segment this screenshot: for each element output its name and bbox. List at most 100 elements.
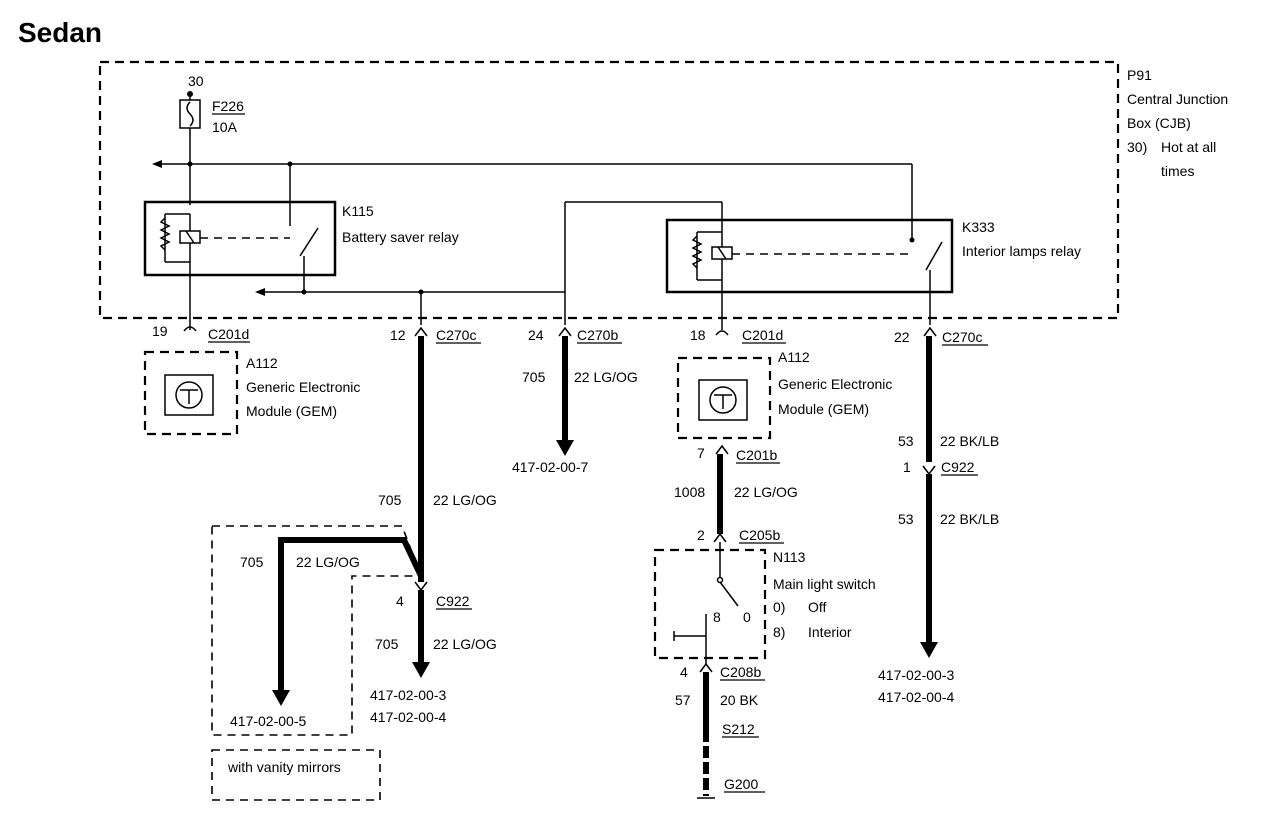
gem-left-box: [143, 350, 239, 436]
cjb-name-line1: Central Junction: [1127, 91, 1228, 107]
switch-name: Main light switch: [773, 576, 876, 592]
k115-id: K115: [342, 203, 374, 219]
c201d-left-pin: 19: [152, 323, 168, 339]
gem-left-t: [180, 389, 198, 404]
c205b-pin: 2: [697, 527, 705, 543]
c205b-name: C205b: [739, 527, 780, 543]
bus-arrow-left-2: [255, 288, 265, 296]
ref-417-02-00-3-left: 417-02-00-3: [370, 687, 446, 703]
gem-left-id: A112: [246, 355, 278, 371]
switch-pos0-num: 0): [773, 599, 785, 615]
vanity-option-outline: [211, 525, 423, 736]
w53-a-spec: 22 BK/LB: [940, 433, 999, 449]
c201d-left-name: C201d: [208, 326, 249, 342]
bus-node-1: [187, 161, 193, 167]
fuse-rating: 10A: [212, 119, 238, 135]
gem-right-symbol: [709, 386, 737, 414]
w705-b-num: 705: [240, 554, 264, 570]
w53-b-num: 53: [898, 511, 914, 527]
gem-left-symbol: [175, 381, 203, 409]
w57-num: 57: [675, 692, 691, 708]
gem-right-box: [676, 356, 772, 440]
c201b-symbol: [715, 444, 729, 455]
k333-contact-node: [909, 237, 915, 243]
w1008-num: 1008: [674, 484, 705, 500]
ref-417-02-00-4-left: 417-02-00-4: [370, 709, 446, 725]
bus-node-3: [301, 289, 307, 295]
switch-pos8-num: 8): [773, 624, 785, 640]
k333-coil-mark: [717, 246, 727, 260]
gem-right-line2: Module (GEM): [778, 401, 869, 417]
wire-705-c270b-arrow: [556, 440, 574, 456]
switch-pos0-label: Off: [808, 599, 827, 615]
c270c-left-pin: 12: [390, 327, 406, 343]
cjb-note-line1: Hot at all: [1161, 139, 1216, 155]
k333-resistor: [691, 235, 703, 269]
c270b-pin: 24: [528, 327, 544, 343]
switch-blade: [719, 581, 739, 607]
pin30-label: 30: [188, 73, 204, 89]
gem-left-line2: Module (GEM): [246, 403, 337, 419]
page-title: Sedan: [18, 17, 102, 48]
switch-pos8-label: Interior: [808, 624, 852, 640]
s212-name: S212: [722, 721, 755, 737]
gem-right-id: A112: [778, 349, 810, 365]
c208b-name: C208b: [720, 664, 761, 680]
c270c-right-name: C270c: [942, 329, 982, 345]
cjb-note-num: 30): [1127, 139, 1147, 155]
c201b-name: C201b: [736, 447, 777, 463]
c208b-symbol: [699, 662, 713, 673]
w705-b-spec: 22 LG/OG: [296, 554, 360, 570]
switch-id: N113: [773, 549, 806, 565]
c201d-right-symbol: [715, 330, 729, 336]
w705-a-spec: 22 LG/OG: [433, 492, 497, 508]
wire-53-arrow: [920, 642, 938, 658]
cjb-name-line2: Box (CJB): [1127, 115, 1191, 131]
c922-right-name: C922: [941, 459, 975, 475]
k333-relay-box: [665, 218, 954, 294]
w1008-spec: 22 LG/OG: [734, 484, 798, 500]
wire-705-vanity-arrow: [272, 690, 290, 706]
gem-left-line1: Generic Electronic: [246, 379, 360, 395]
fuse-element: [186, 101, 194, 127]
c270c-left-symbol: [414, 326, 428, 337]
cjb-outline: [98, 60, 1120, 320]
k115-coil-mark: [185, 230, 195, 244]
k333-switch-blade: [925, 241, 943, 271]
wire-705-lower-arrow: [412, 662, 430, 678]
c270b-symbol: [558, 326, 572, 337]
cjb-note-line2: times: [1161, 163, 1194, 179]
w53-a-num: 53: [898, 433, 914, 449]
w57-spec: 20 BK: [720, 692, 759, 708]
ref-417-02-00-5: 417-02-00-5: [230, 713, 306, 729]
c270c-right-symbol: [923, 326, 937, 337]
vanity-note: with vanity mirrors: [227, 759, 341, 775]
switch-contact-0: 0: [743, 609, 751, 625]
w705-c-spec: 22 LG/OG: [433, 636, 497, 652]
w705-c-num: 705: [375, 636, 399, 652]
vanity-note-box: [211, 749, 381, 801]
wire-705-vanity: [278, 537, 424, 690]
w705-d-spec: 22 LG/OG: [574, 369, 638, 385]
bus-arrow-left: [152, 160, 162, 168]
w705-d-num: 705: [522, 369, 546, 385]
gem-right-line1: Generic Electronic: [778, 376, 892, 392]
k333-id: K333: [962, 219, 995, 235]
switch-pivot: [716, 576, 724, 584]
fuse-id: F226: [212, 98, 244, 114]
ref-417-02-00-7: 417-02-00-7: [512, 459, 588, 475]
c201d-right-pin: 18: [690, 327, 706, 343]
k333-name: Interior lamps relay: [962, 243, 1081, 259]
c208b-pin: 4: [680, 664, 688, 680]
k115-relay-box: [143, 200, 337, 277]
c922-left-name: C922: [436, 593, 470, 609]
g200-name: G200: [724, 776, 758, 792]
switch-box: [653, 548, 767, 660]
c270c-right-pin: 22: [894, 329, 910, 345]
gem-right-t: [714, 394, 732, 409]
gem-left-body: [164, 374, 214, 416]
c201d-left-symbol: [183, 326, 197, 332]
c922-right-symbol: [922, 465, 936, 476]
c205b-symbol: [713, 532, 727, 543]
